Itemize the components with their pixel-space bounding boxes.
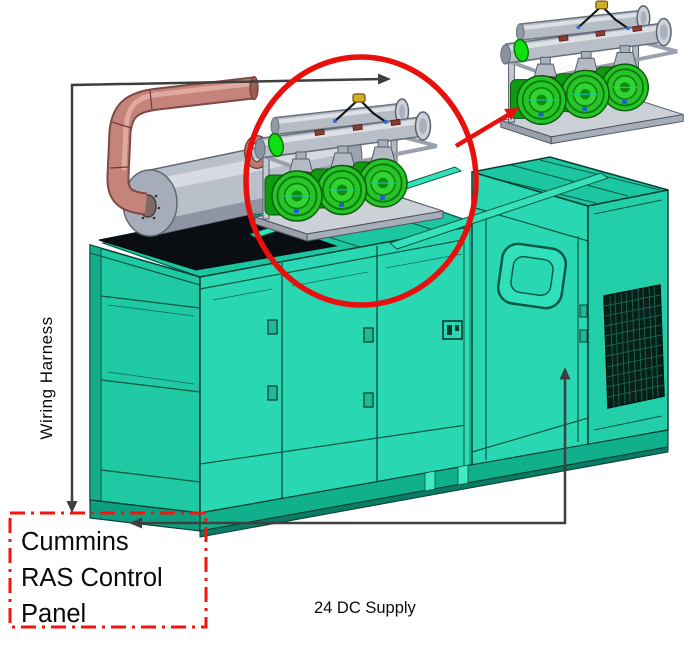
door-plate [442,320,463,340]
roof-rail-front [389,172,610,250]
door-window [496,242,568,310]
control-panel-label-line2: RAS Control [21,564,163,592]
pump-skid-inset [501,1,683,144]
arrow-up-icon [559,367,571,380]
arrow-down-icon [66,501,78,513]
enclosure-tall-section [471,156,669,469]
arrow-right-icon [378,73,391,85]
generator-enclosure [89,156,669,538]
exhaust-pipe [106,75,270,216]
dc-supply-arrow [129,367,571,529]
arrow-left-icon [129,517,142,529]
wiring-harness-label: Wiring Harness [37,316,56,439]
enclosure-left-face [89,244,201,514]
control-panel-label-line3: Panel [21,600,86,628]
red-ellipse-highlight-icon [243,54,479,308]
ventilation-grille [603,284,665,409]
red-arrow-icon [454,108,519,148]
enclosure-base-skid [89,429,669,538]
wiring-harness-arrow [66,73,391,513]
dc-supply-label: 24 DC Supply [314,599,417,617]
control-panel-label-line1: Cummins [21,528,129,556]
control-panel-callout-box [8,511,208,629]
